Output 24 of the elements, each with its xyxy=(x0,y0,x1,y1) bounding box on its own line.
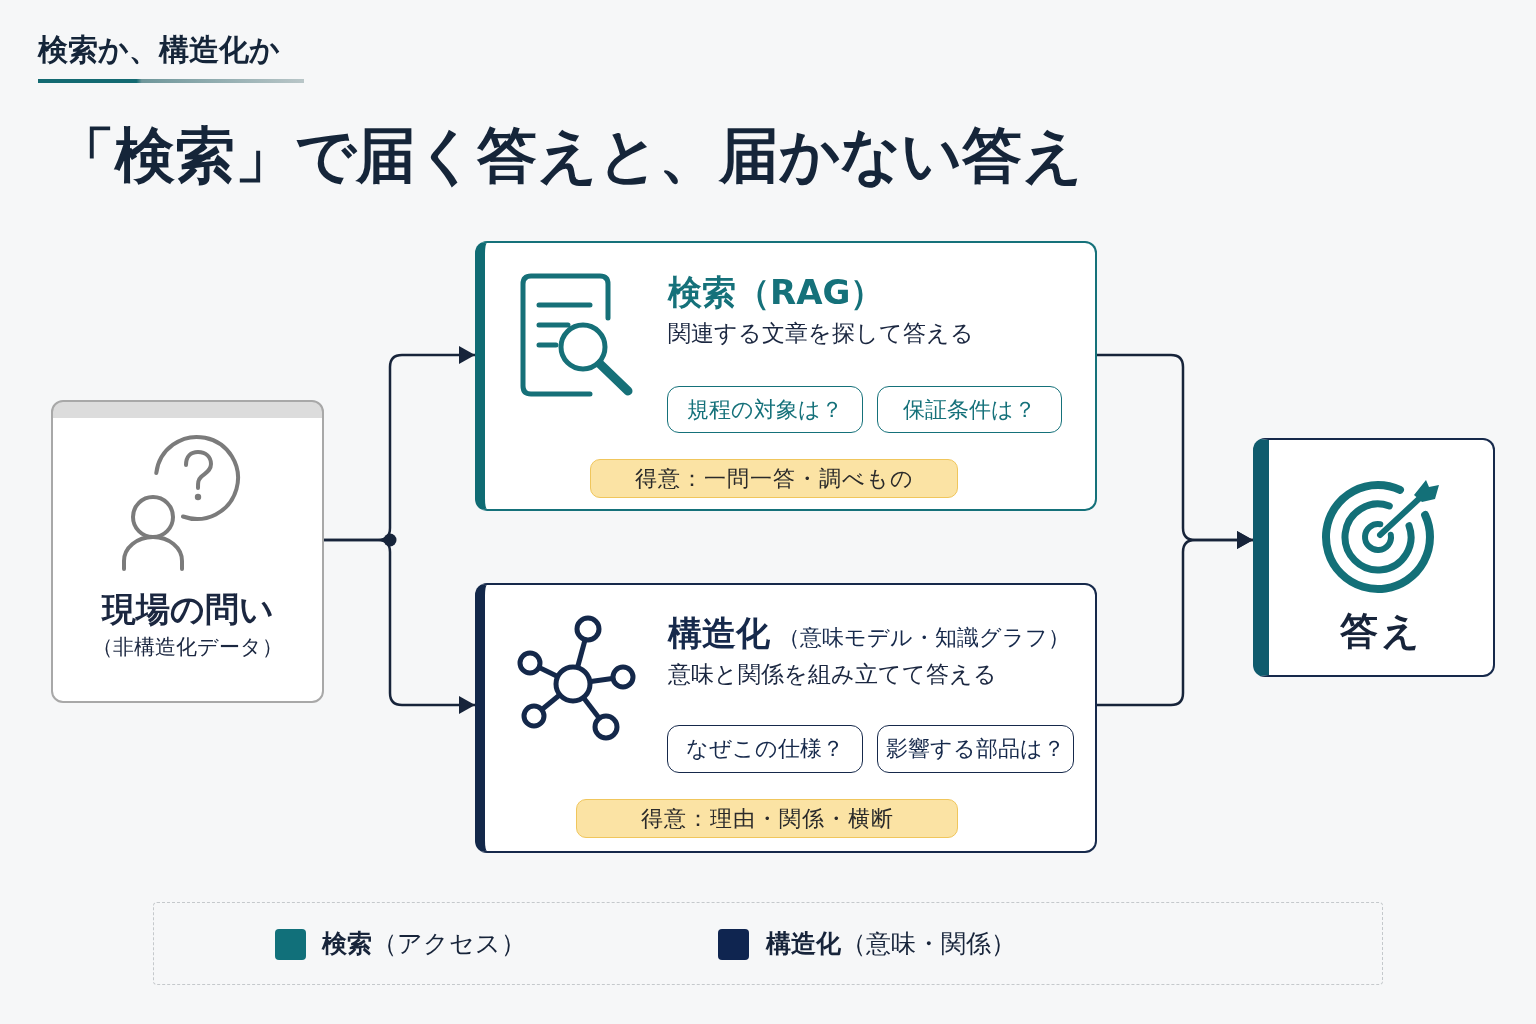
question-tag: 影響する部品は？ xyxy=(877,725,1074,773)
connector-arrow xyxy=(1097,531,1253,707)
card-description: 関連する文章を探して答える xyxy=(668,319,974,348)
method-card xyxy=(475,583,1097,853)
card-title: 検索（RAG） xyxy=(668,271,885,314)
section-heading: 検索か、構造化か xyxy=(38,32,280,68)
answer-card xyxy=(1253,438,1495,677)
question-tag: 保証条件は？ xyxy=(877,386,1062,433)
card-title: 構造化 xyxy=(668,612,770,655)
card-title: 答え xyxy=(1339,608,1423,655)
card-description: 意味と関係を組み立てて答える xyxy=(668,660,997,689)
question-card xyxy=(51,400,324,703)
legend-label: 検索（アクセス） xyxy=(321,928,526,959)
strength-tag: 得意：理由・関係・横断 xyxy=(576,799,958,838)
card-subtitle: （意味モデル・知識グラフ） xyxy=(778,624,1070,652)
card-title: 現場の問い xyxy=(101,588,274,631)
question-tag: なぜこの仕様？ xyxy=(667,725,863,773)
legend-label: 構造化（意味・関係） xyxy=(765,928,1016,959)
connector-arrow xyxy=(324,538,475,714)
question-tag: 規程の対象は？ xyxy=(667,386,863,433)
title: 「検索」で届く答えと、届かない答え xyxy=(55,119,1083,191)
card-subtitle: （非構造化データ） xyxy=(92,634,283,661)
method-card xyxy=(475,241,1097,511)
strength-tag: 得意：一問一答・調べもの xyxy=(590,459,958,498)
